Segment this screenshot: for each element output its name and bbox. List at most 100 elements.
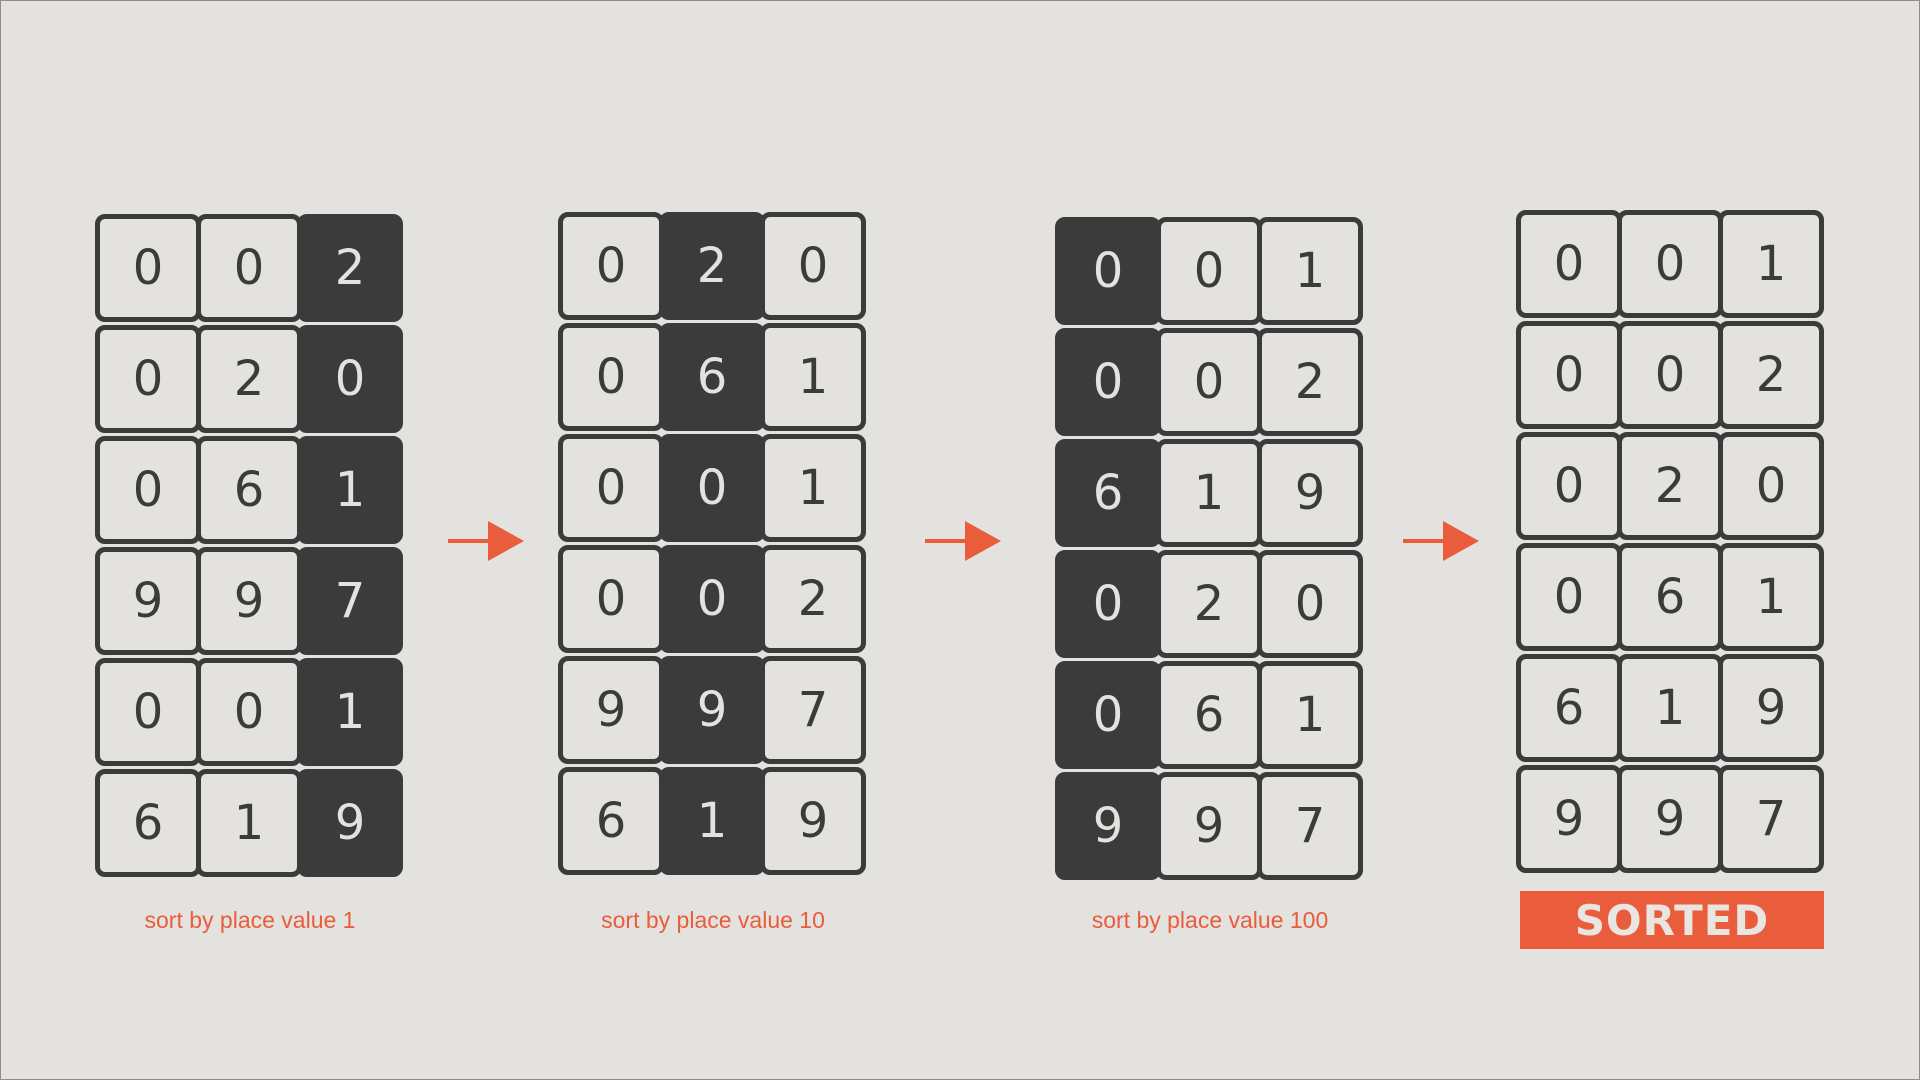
digit-cell: 6 xyxy=(1617,543,1723,651)
right-arrow-icon xyxy=(448,521,524,561)
digit-cell: 9 xyxy=(1516,765,1622,873)
digit-cell-highlighted: 0 xyxy=(1055,217,1161,325)
digit-cell: 0 xyxy=(95,436,201,544)
digit-cell-highlighted: 0 xyxy=(659,545,765,653)
digit-cell: 1 xyxy=(760,434,866,542)
digit-cell: 6 xyxy=(1156,661,1262,769)
step-caption: sort by place value 1 xyxy=(144,907,356,933)
digit-cell: 6 xyxy=(558,767,664,875)
digit-cell: 2 xyxy=(1718,321,1824,429)
digit-cell: 2 xyxy=(1257,328,1363,436)
step-caption: sort by place value 100 xyxy=(1091,907,1329,933)
digit-cell-highlighted: 6 xyxy=(659,323,765,431)
digit-cell: 6 xyxy=(95,769,201,877)
digit-cell-highlighted: 0 xyxy=(1055,328,1161,436)
digit-cell: 0 xyxy=(1516,432,1622,540)
digit-cell: 0 xyxy=(95,325,201,433)
digit-cell: 0 xyxy=(196,214,302,322)
digit-cell: 2 xyxy=(1617,432,1723,540)
digit-cell-highlighted: 2 xyxy=(297,214,403,322)
digit-cell-highlighted: 1 xyxy=(297,658,403,766)
digit-cell: 1 xyxy=(1257,661,1363,769)
digit-cell: 9 xyxy=(1617,765,1723,873)
digit-cell-highlighted: 7 xyxy=(297,547,403,655)
digit-cell-highlighted: 9 xyxy=(297,769,403,877)
digit-cell: 2 xyxy=(1156,550,1262,658)
digit-cell: 7 xyxy=(1718,765,1824,873)
digit-cell: 7 xyxy=(1257,772,1363,880)
digit-cell-highlighted: 9 xyxy=(1055,772,1161,880)
digit-cell-highlighted: 9 xyxy=(659,656,765,764)
digit-cell: 9 xyxy=(1257,439,1363,547)
digit-cell: 0 xyxy=(1516,210,1622,318)
digit-cell: 0 xyxy=(558,434,664,542)
step-caption: sort by place value 10 xyxy=(601,907,825,933)
digit-cell: 0 xyxy=(1718,432,1824,540)
digit-cell-highlighted: 2 xyxy=(659,212,765,320)
right-arrow-icon xyxy=(1403,521,1479,561)
digit-cell: 6 xyxy=(196,436,302,544)
digit-cell: 1 xyxy=(1257,217,1363,325)
digit-cell: 0 xyxy=(1156,217,1262,325)
digit-cell: 0 xyxy=(95,214,201,322)
digit-cell: 1 xyxy=(1156,439,1262,547)
digit-cell: 7 xyxy=(760,656,866,764)
digit-cell-highlighted: 1 xyxy=(659,767,765,875)
digit-cell: 9 xyxy=(1156,772,1262,880)
digit-cell-highlighted: 0 xyxy=(1055,550,1161,658)
digit-cell: 0 xyxy=(558,212,664,320)
digit-cell-highlighted: 6 xyxy=(1055,439,1161,547)
digit-cell: 9 xyxy=(95,547,201,655)
digit-cell: 1 xyxy=(760,323,866,431)
digit-cell: 0 xyxy=(558,545,664,653)
digit-cell: 0 xyxy=(1257,550,1363,658)
digit-cell: 1 xyxy=(1718,543,1824,651)
digit-cell: 9 xyxy=(760,767,866,875)
digit-cell: 2 xyxy=(196,325,302,433)
digit-cell: 1 xyxy=(1718,210,1824,318)
digit-cell: 0 xyxy=(95,658,201,766)
digit-cell: 0 xyxy=(1516,321,1622,429)
digit-cell: 0 xyxy=(1617,210,1723,318)
digit-cell-highlighted: 0 xyxy=(297,325,403,433)
digit-cell: 0 xyxy=(196,658,302,766)
digit-cell: 6 xyxy=(1516,654,1622,762)
digit-cell: 1 xyxy=(196,769,302,877)
digit-cell-highlighted: 0 xyxy=(1055,661,1161,769)
digit-cell: 0 xyxy=(558,323,664,431)
sorted-badge: SORTED xyxy=(1520,891,1824,949)
digit-cell-highlighted: 0 xyxy=(659,434,765,542)
right-arrow-icon xyxy=(925,521,1001,561)
digit-cell: 9 xyxy=(558,656,664,764)
digit-cell: 9 xyxy=(1718,654,1824,762)
digit-cell: 9 xyxy=(196,547,302,655)
digit-cell: 0 xyxy=(760,212,866,320)
digit-cell: 0 xyxy=(1156,328,1262,436)
digit-cell: 1 xyxy=(1617,654,1723,762)
digit-cell: 0 xyxy=(1617,321,1723,429)
